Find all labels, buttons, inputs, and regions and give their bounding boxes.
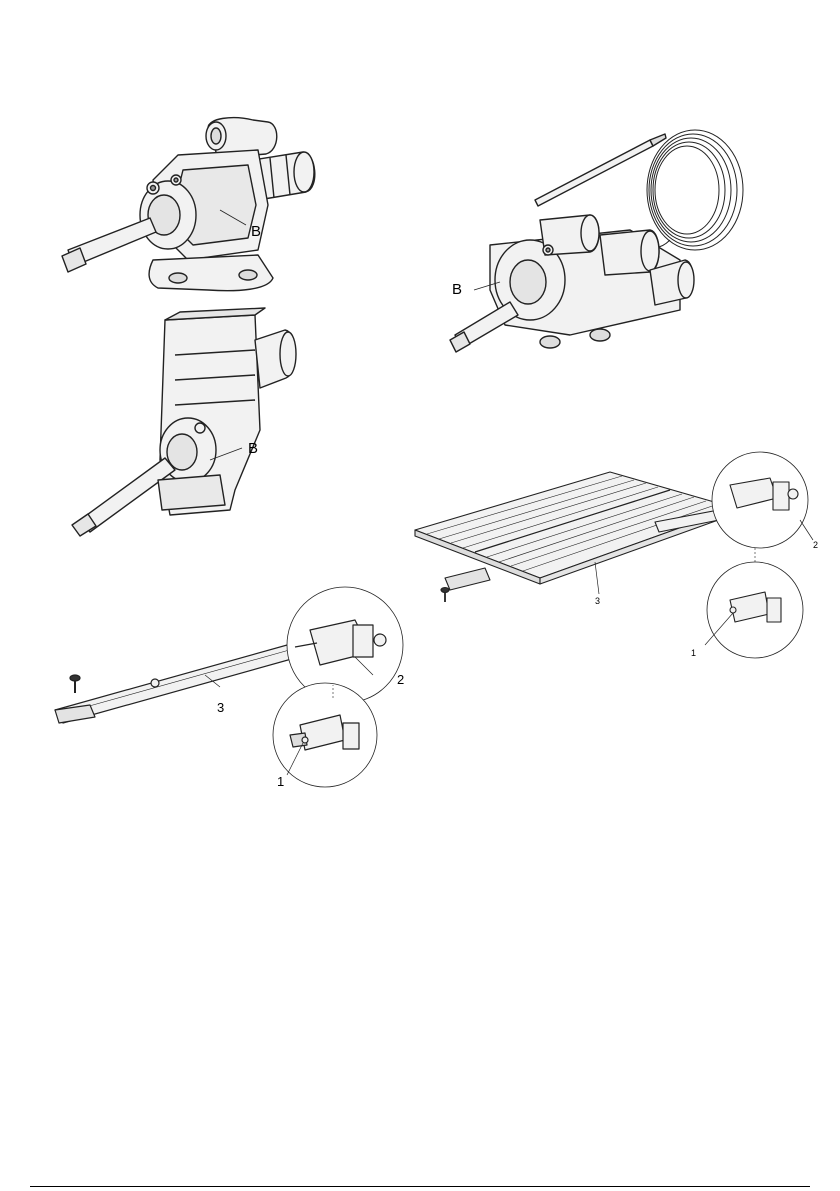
figure-burner-small: 2 3 1 <box>55 595 415 795</box>
footer-rule <box>30 1186 810 1187</box>
screw-icon <box>70 675 80 693</box>
callout-3: 3 <box>217 701 224 714</box>
figure-burner-large: 2 3 1 <box>415 450 830 670</box>
gas-valve-round-drawing <box>58 110 328 305</box>
figure-thermostat-valve: B <box>450 120 750 360</box>
callout-1: 1 <box>277 775 284 788</box>
callout-1: 1 <box>691 649 696 658</box>
callout-b: B <box>251 224 261 239</box>
callout-b: B <box>452 282 462 297</box>
callout-b: B <box>248 441 258 456</box>
callout-3: 3 <box>595 597 600 606</box>
screw-icon <box>441 588 449 603</box>
figure-gas-valve-block: B <box>70 310 310 535</box>
burner-small-drawing <box>55 595 415 795</box>
callout-2: 2 <box>397 673 404 686</box>
callout-2: 2 <box>813 541 818 550</box>
burner-large-drawing <box>415 450 830 670</box>
gas-valve-block-drawing <box>70 310 310 535</box>
figure-gas-valve-round: B <box>58 110 328 305</box>
thermostat-valve-drawing <box>450 120 750 360</box>
